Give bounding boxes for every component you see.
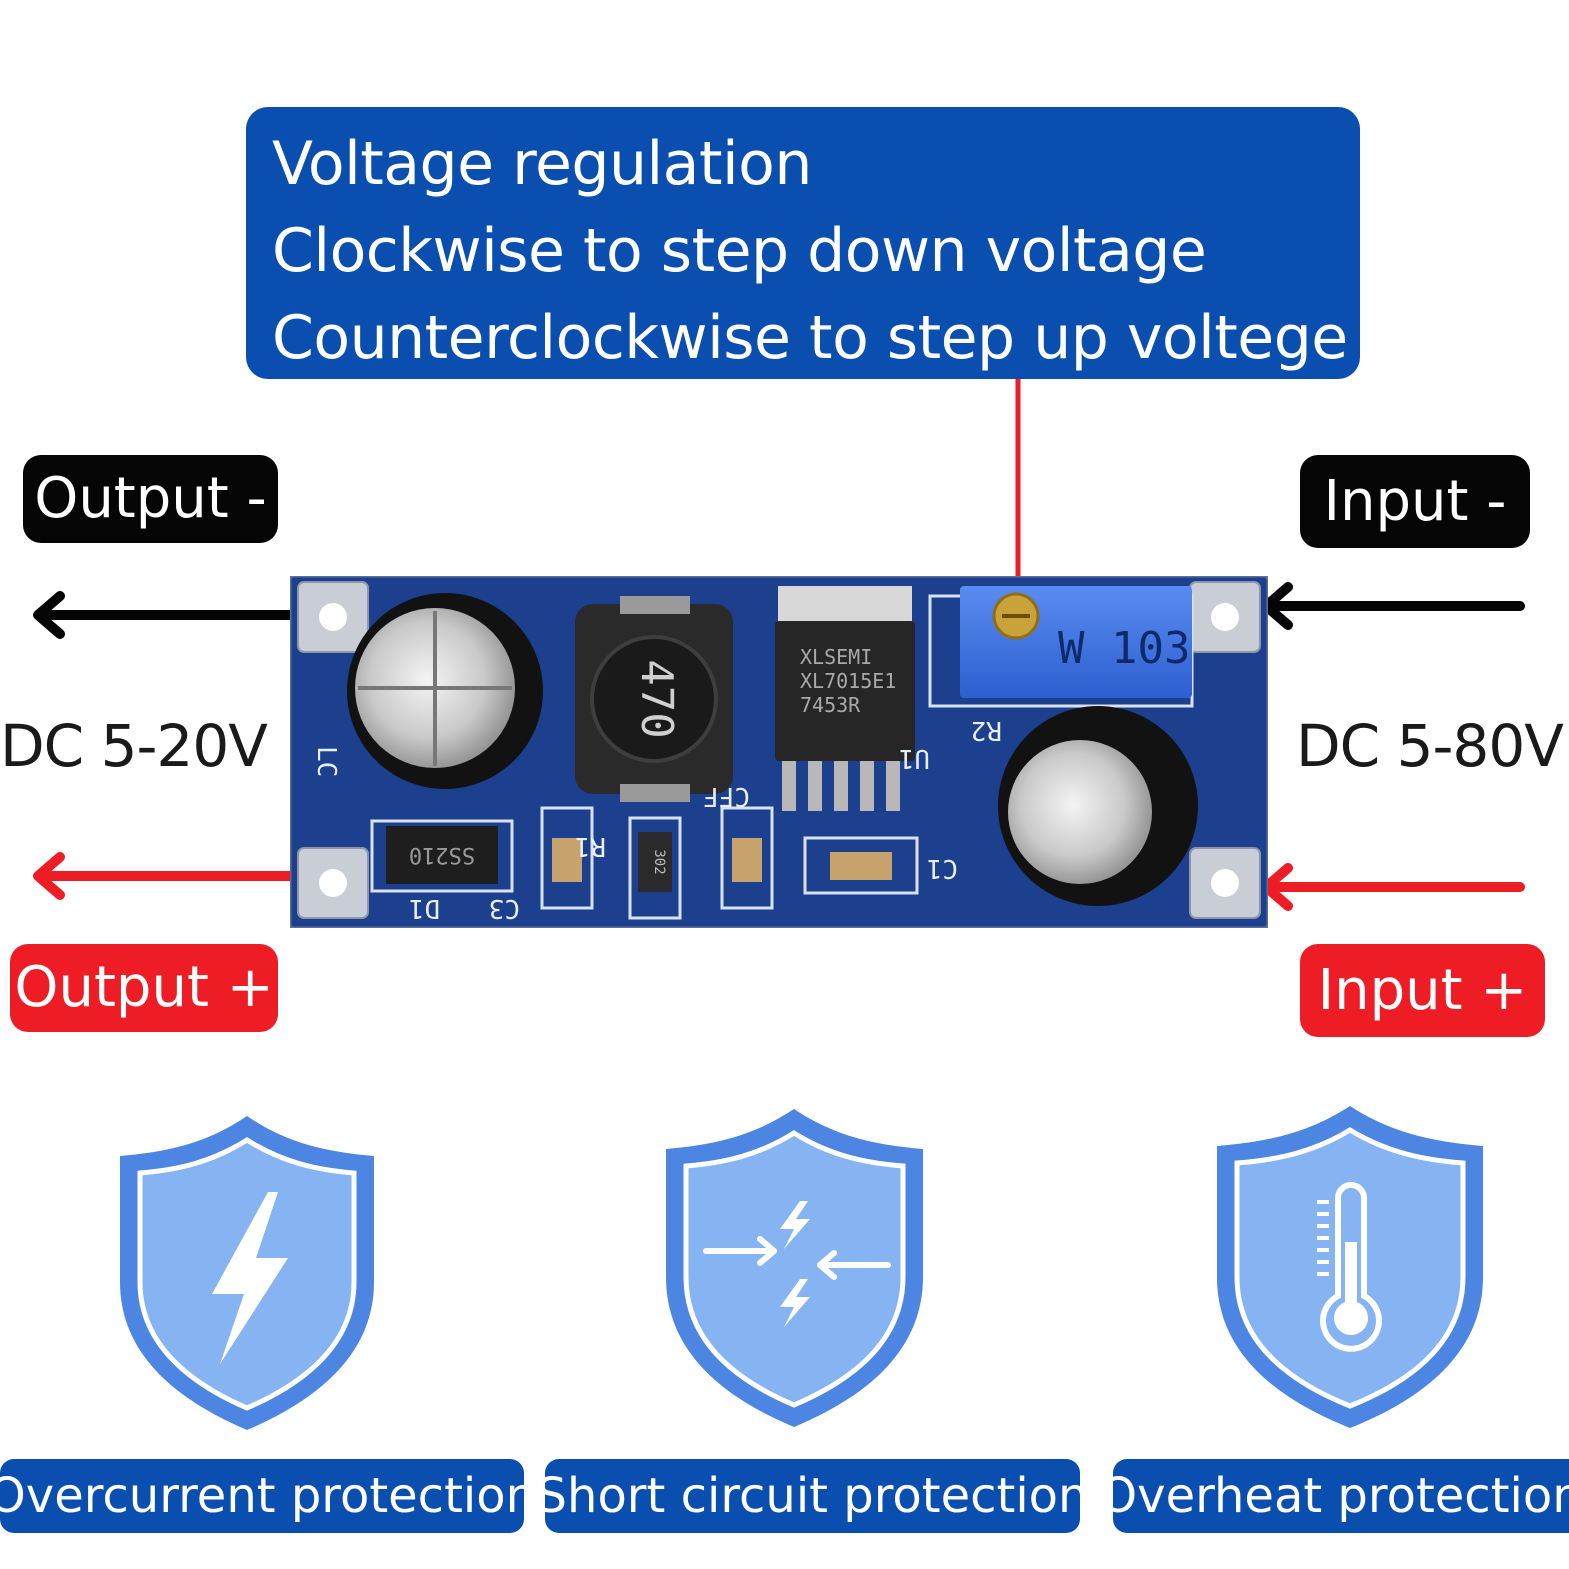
silk-c3: C3 <box>489 893 520 923</box>
callout-clockwise: Clockwise to step down voltage <box>272 216 1207 286</box>
thermometer-icon <box>1217 1106 1483 1428</box>
silk-cff: CFF <box>703 781 750 811</box>
chip-line-2: XL7015E1 <box>800 669 896 693</box>
silk-c1: C1 <box>927 853 958 883</box>
input-voltage-range: DC 5-80V <box>1296 712 1564 780</box>
output-minus-tag: Output - <box>23 455 278 543</box>
trimmer-potentiometer: W 103 <box>928 586 1194 708</box>
output-capacitor <box>347 593 543 789</box>
output-plus-arrow <box>33 852 297 900</box>
input-plus-tag: Input + <box>1300 944 1545 1037</box>
chip-line-1: XLSEMI <box>800 645 872 669</box>
output-minus-arrow <box>33 591 297 639</box>
feature-overheat: Overheat protection <box>1113 1459 1569 1533</box>
buck-converter-board: 470 XLSEMI XL7015E1 7453R W 103 SS210 <box>290 576 1268 928</box>
input-plus-arrow <box>1261 863 1525 911</box>
voltage-regulation-callout: Voltage regulation Clockwise to step dow… <box>246 107 1360 379</box>
input-capacitor <box>998 706 1198 906</box>
input-minus-arrow <box>1261 582 1525 630</box>
input-minus-tag: Input - <box>1300 455 1530 548</box>
silkscreen-labels: LC U1 R2 C1 C3 D1 R1 CFF <box>311 715 1002 923</box>
diode: SS210 <box>370 819 514 893</box>
pot-label: W 103 <box>1058 623 1190 674</box>
silk-r2: R2 <box>971 715 1002 745</box>
silk-r1: R1 <box>575 831 606 861</box>
chip-line-3: 7453R <box>800 693 861 717</box>
callout-title: Voltage regulation <box>272 129 812 199</box>
short-circuit-icon <box>666 1109 923 1427</box>
feature-short-circuit: Short circuit protection <box>545 1459 1080 1533</box>
feature-overcurrent: Overcurrent protection <box>0 1459 524 1533</box>
resistor-label: 302 <box>651 849 667 874</box>
smd-components: 302 <box>540 806 919 920</box>
inductor: 470 <box>575 596 733 802</box>
silk-d1: D1 <box>409 893 440 923</box>
diode-label: SS210 <box>409 842 475 867</box>
callout-counterclockwise: Counterclockwise to step up voltege <box>272 303 1348 373</box>
inductor-label: 470 <box>631 659 682 738</box>
regulator-chip: XLSEMI XL7015E1 7453R <box>775 586 915 811</box>
silk-lc: LC <box>311 746 341 777</box>
output-voltage-range: DC 5-20V <box>0 712 268 780</box>
silk-u1: U1 <box>899 743 930 773</box>
lightning-icon <box>120 1116 374 1430</box>
output-plus-tag: Output + <box>10 944 278 1032</box>
